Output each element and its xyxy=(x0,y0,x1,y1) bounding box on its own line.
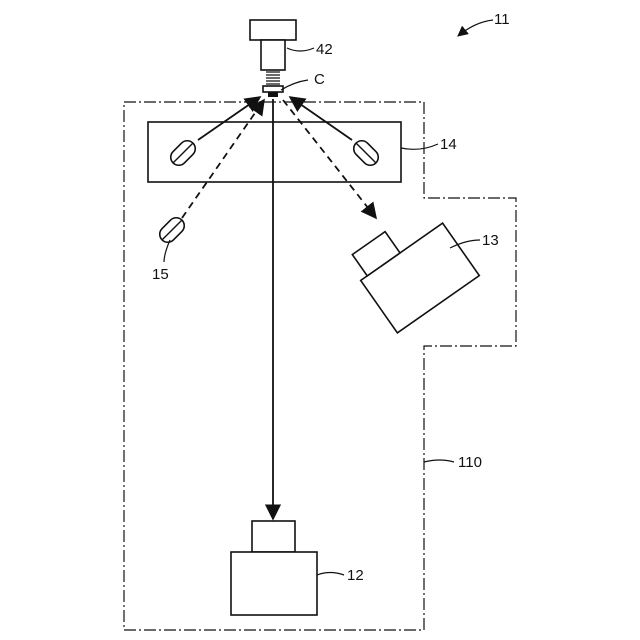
label-side-camera: 13 xyxy=(482,232,499,249)
leader-system xyxy=(458,20,493,36)
leader-side-light xyxy=(164,240,170,262)
leader-enclosure xyxy=(424,460,454,462)
side-lamp-icon xyxy=(156,214,187,245)
label-enclosure: 110 xyxy=(458,454,482,471)
bottom-camera xyxy=(231,521,317,615)
leader-lighting-unit xyxy=(401,144,438,149)
leader-nozzle xyxy=(287,48,314,51)
nozzle xyxy=(250,20,296,92)
label-lighting-unit: 14 xyxy=(440,136,457,153)
label-side-light: 15 xyxy=(152,266,169,283)
leader-component xyxy=(281,80,308,90)
label-bottom-camera: 12 xyxy=(347,567,364,584)
component-c xyxy=(268,92,278,97)
label-component: C xyxy=(314,71,325,88)
label-nozzle: 42 xyxy=(316,41,333,58)
label-system: 11 xyxy=(494,11,510,28)
side-camera xyxy=(346,202,480,333)
leader-bottom-camera xyxy=(317,573,344,576)
